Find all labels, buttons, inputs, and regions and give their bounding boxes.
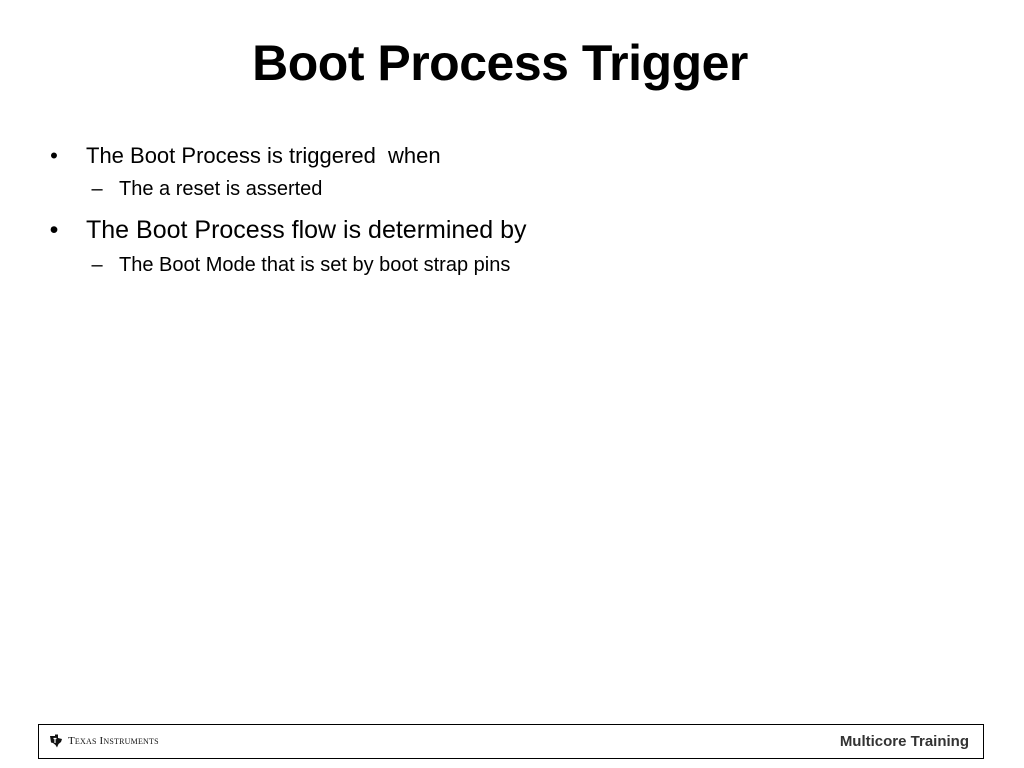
bullet-text: The Boot Process flow is determined by [86,216,527,244]
dash-marker: – [91,254,103,276]
bullet-item: • The Boot Process is triggered when [44,140,944,172]
slide-title: Boot Process Trigger [252,35,748,91]
dash-marker: – [91,178,103,200]
sub-bullet-item: – The Boot Mode that is set by boot stra… [44,250,944,280]
bullet-text: The Boot Process is triggered when [86,143,441,168]
ti-state-logo-icon [49,734,63,748]
sub-bullet-text: The a reset is asserted [119,178,323,200]
bullet-marker: • [49,216,59,244]
bullet-marker: • [50,143,58,168]
ti-logo: Texas Instruments [49,734,159,748]
sub-bullet-text: The Boot Mode that is set by boot strap … [119,254,511,276]
ti-logo-text: Texas Instruments [68,735,159,747]
footer-label: Multicore Training [839,733,969,750]
bullet-list: • The Boot Process is triggered when – T… [44,140,944,280]
slide-footer: Texas Instruments Multicore Training [38,724,984,759]
bullet-item: • The Boot Process flow is determined by [44,212,944,248]
sub-bullet-item: – The a reset is asserted [44,174,944,204]
